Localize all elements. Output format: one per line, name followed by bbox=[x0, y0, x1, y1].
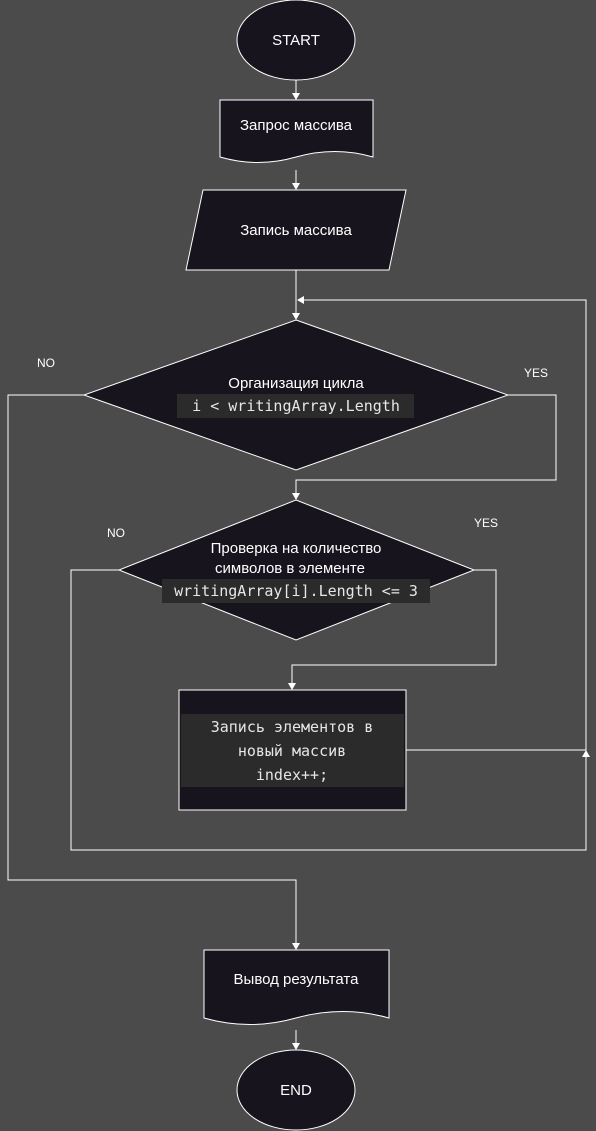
check-decision-node bbox=[117, 499, 476, 641]
loop-code: i < writingArray.Length bbox=[192, 397, 400, 415]
end-label: END bbox=[280, 1082, 312, 1099]
loop-label: Организация цикла bbox=[228, 375, 364, 392]
start-node bbox=[236, 0, 356, 81]
arrowhead bbox=[297, 296, 304, 304]
write-line2: новый массив bbox=[238, 742, 346, 760]
edge-loop-no bbox=[7, 394, 297, 946]
check-code: writingArray[i].Length <= 3 bbox=[174, 582, 418, 600]
edge-check-yes bbox=[291, 569, 497, 686]
arrowhead bbox=[292, 943, 300, 950]
record-label: Запись массива bbox=[240, 222, 352, 239]
output-node bbox=[203, 949, 390, 1025]
arrowhead bbox=[292, 313, 300, 320]
arrowhead bbox=[288, 683, 296, 690]
loop-no-label: NO bbox=[37, 356, 55, 370]
edge-check-no bbox=[70, 569, 587, 851]
arrowhead bbox=[292, 1043, 300, 1050]
arrowhead bbox=[292, 183, 300, 190]
check-no-label: NO bbox=[107, 526, 125, 540]
output-label: Вывод результата bbox=[234, 971, 360, 988]
arrowhead bbox=[582, 750, 590, 757]
record-node bbox=[185, 189, 407, 271]
end-node bbox=[236, 1049, 356, 1131]
arrowhead bbox=[292, 93, 300, 100]
start-label: START bbox=[272, 32, 320, 49]
check-label-line2: символов в элементе bbox=[215, 560, 365, 577]
check-yes-label: YES bbox=[474, 516, 498, 530]
arrowhead bbox=[292, 493, 300, 500]
check-label-line1: Проверка на количество bbox=[211, 540, 382, 557]
write-line1: Запись элементов в bbox=[211, 718, 374, 736]
request-label: Запрос массива bbox=[240, 117, 353, 134]
write-code-background bbox=[181, 714, 404, 787]
check-code-background bbox=[162, 579, 430, 603]
loop-code-background bbox=[177, 394, 414, 418]
request-node bbox=[219, 99, 374, 163]
loop-yes-label: YES bbox=[524, 366, 548, 380]
edge-loop-yes bbox=[295, 394, 557, 496]
write-line3: index++; bbox=[256, 766, 328, 784]
edge-write-loopback bbox=[301, 299, 587, 751]
